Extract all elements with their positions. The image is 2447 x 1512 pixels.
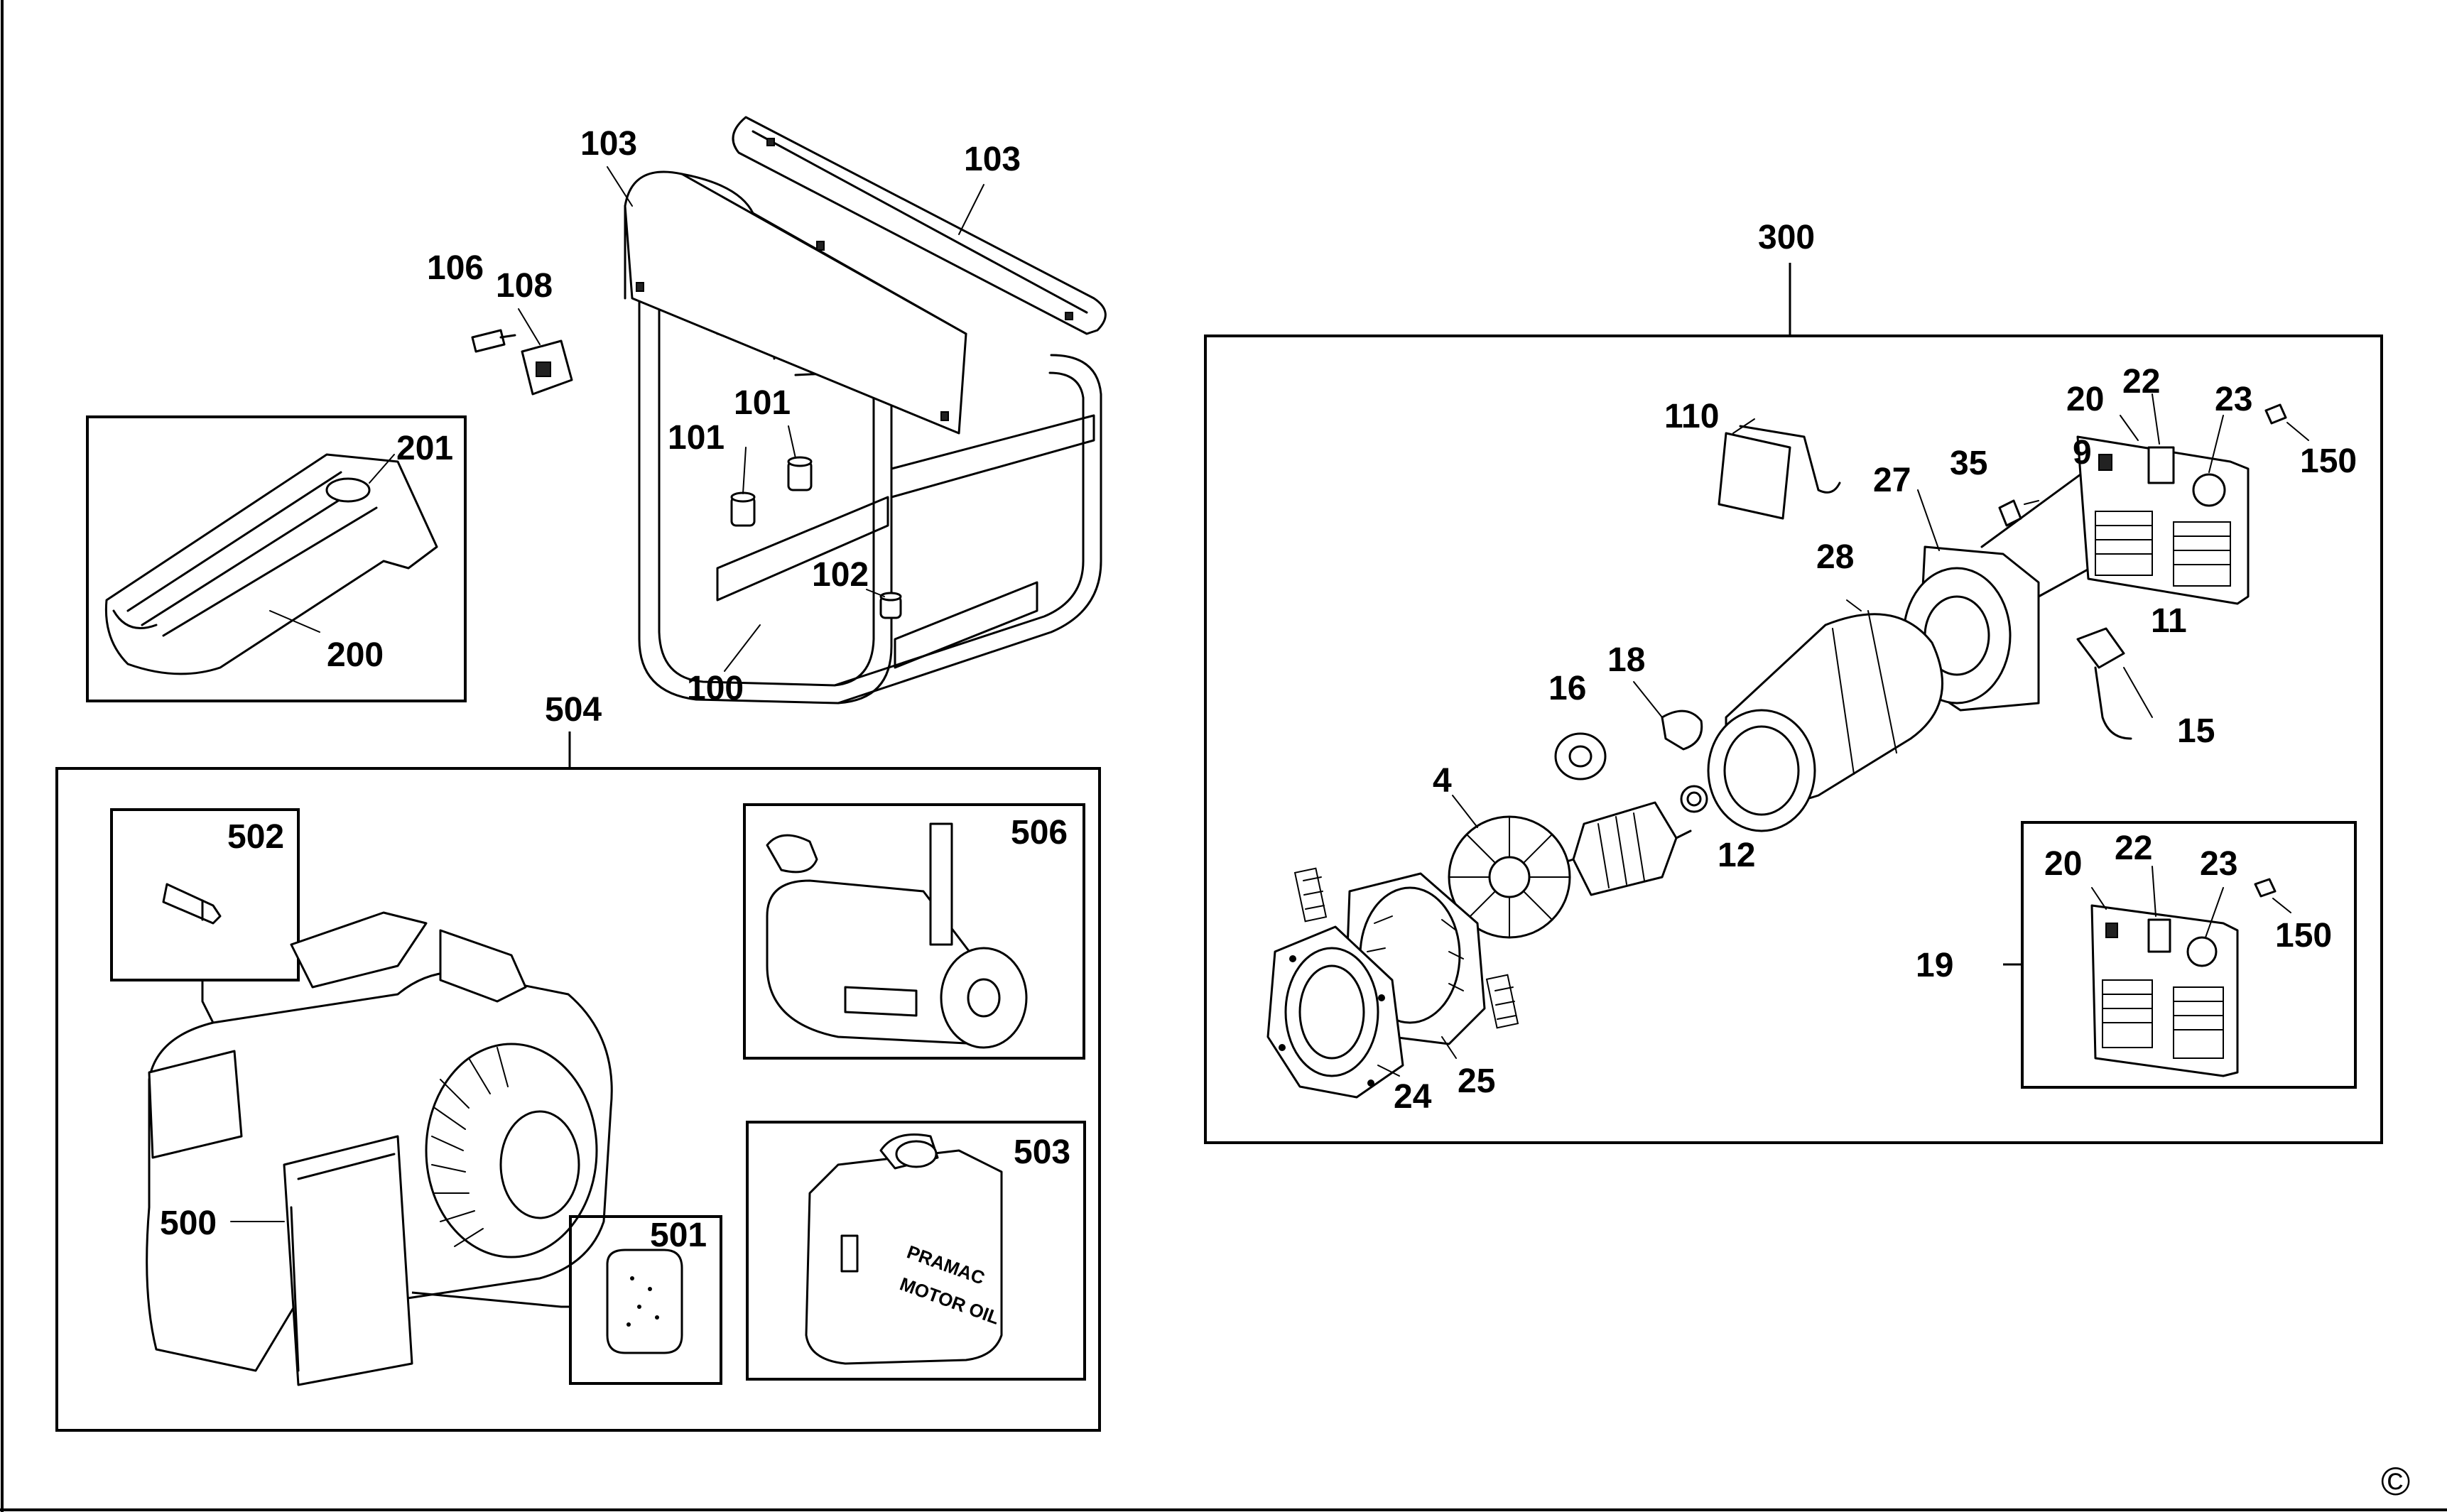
label-150-top: 150 [2300,442,2357,480]
cooling-fan [1448,815,1571,939]
frame-assembly [607,116,1107,705]
label-103-right: 103 [964,141,1021,178]
switch-part [518,308,573,396]
label-102: 102 [812,556,869,594]
label-501: 501 [650,1217,707,1254]
label-11: 11 [2151,602,2187,640]
label-108: 108 [496,267,553,305]
label-35: 35 [1950,445,1987,482]
label-24: 24 [1394,1078,1432,1116]
label-103-left: 103 [580,125,637,163]
panel-grille [2102,979,2224,1059]
copyright-mark: © [2381,1459,2410,1503]
label-150-bottom: 150 [2275,917,2332,954]
part-labels: 103 103 106 108 101 101 102 100 201 200 … [160,125,2357,1254]
label-12: 12 [1718,837,1755,874]
label-19: 19 [1916,947,1953,984]
label-23-top: 23 [2215,381,2252,418]
label-27: 27 [1873,462,1911,499]
bolt-part [471,329,516,353]
alternator-box [1204,263,2383,1144]
control-panel-bottom [2090,866,2239,1077]
label-503: 503 [1014,1133,1070,1171]
label-100: 100 [687,670,744,707]
label-200: 200 [327,636,384,674]
panel-grille [2095,511,2231,587]
label-500: 500 [160,1204,217,1242]
rubber-mount [730,491,756,527]
label-504: 504 [545,691,602,729]
rotor-windings [1597,812,1645,888]
label-101-right: 101 [734,384,791,422]
label-15: 15 [2177,712,2215,750]
label-22-top: 22 [2122,363,2160,401]
label-506: 506 [1011,814,1068,852]
label-20-top: 20 [2066,381,2104,418]
label-4: 4 [1433,762,1452,800]
rubber-mount [879,592,902,619]
label-16: 16 [1548,670,1586,707]
label-9: 9 [2073,434,2092,472]
label-25: 25 [1458,1062,1495,1100]
label-502: 502 [227,818,284,856]
label-22-bottom: 22 [2115,830,2152,867]
fuel-tank-box [86,415,467,702]
recoil-grille [431,1047,509,1247]
engine-box: PRAMAC MOTOR OIL [55,731,1101,1432]
label-300: 300 [1758,219,1815,256]
label-101-left: 101 [668,419,725,457]
label-18: 18 [1607,641,1645,679]
label-110: 110 [1664,398,1719,435]
label-23-bottom: 23 [2200,845,2237,883]
control-panel-top [2076,393,2250,605]
label-20-bottom: 20 [2044,845,2082,883]
label-106: 106 [427,249,484,287]
label-28: 28 [1816,538,1854,576]
rubber-mount [787,456,813,491]
label-201: 201 [396,430,453,467]
